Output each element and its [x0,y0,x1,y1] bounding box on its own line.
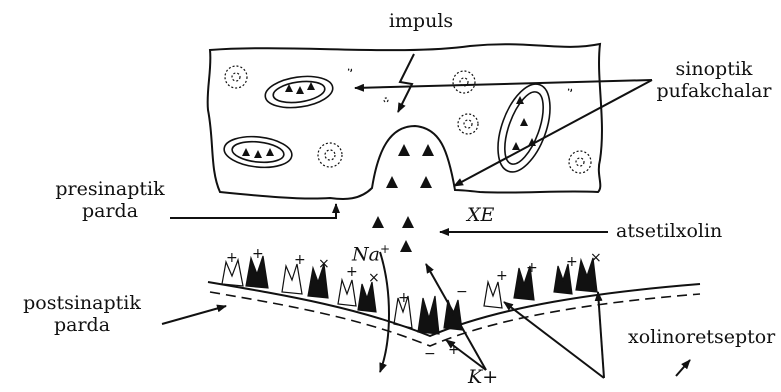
label-presynaptic-line1: presinaptik [48,178,172,200]
svg-text:+: + [346,264,358,280]
svg-text:+: + [526,260,538,276]
svg-text:×: × [590,250,602,266]
svg-text:×: × [318,256,330,272]
label-postsynaptic-line2: parda [2,314,162,336]
label-presynaptic-line2: parda [48,200,172,222]
label-potassium-ion: K+ [468,366,498,388]
synaptic-vesicles [223,72,561,178]
label-postsynaptic-membrane: postsinaptik parda [2,292,162,336]
label-synaptic-vesicles: sinoptik pufakchalar [650,58,778,102]
label-synaptic-vesicles-line2: pufakchalar [650,80,778,102]
label-acetylcholine: atsetilxolin [616,220,722,242]
label-impuls: impuls [376,10,466,32]
impulse-arrow [398,54,414,112]
label-cholinesterase: XE [467,204,494,226]
label-presynaptic-membrane: presinaptik parda [48,178,172,222]
svg-text:−: − [424,346,436,362]
label-cholinoreceptor: xolinoretseptor [628,326,775,348]
acetylcholine-molecules [372,144,434,252]
label-sodium-ion: Na+ [352,238,390,265]
label-postsynaptic-line1: postsinaptik [2,292,162,314]
presynaptic-terminal [208,44,602,199]
svg-text:+: + [226,250,238,266]
label-sodium-symbol: Na [352,243,380,265]
svg-text:+: + [496,268,508,284]
label-sodium-charge: + [380,242,390,256]
label-synaptic-vesicles-line1: sinoptik [650,58,778,80]
svg-text:+: + [398,290,410,306]
svg-text:+: + [566,254,578,270]
svg-text:×: × [368,270,380,286]
svg-text:−: − [456,284,468,300]
svg-text:+: + [252,246,264,262]
svg-text:+: + [294,252,306,268]
